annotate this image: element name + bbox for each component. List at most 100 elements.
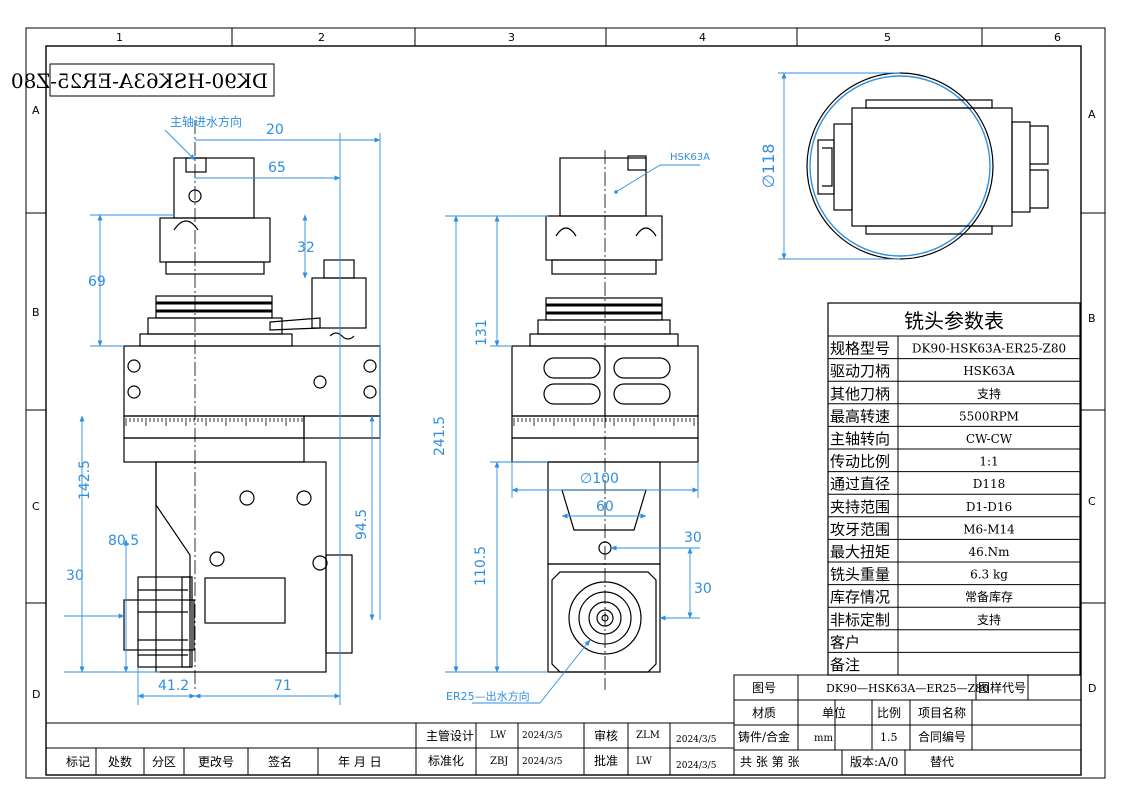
approve-date: 2024/3/5 [676,761,717,771]
param-row-label: 最大扭矩 [830,543,890,561]
param-table-title: 铣头参数表 [904,309,1004,333]
dim-65: 65 [268,160,286,176]
grid-row-c-right: C [1088,495,1096,508]
er-outlet-label: ER25—出水方向 [446,689,530,703]
dim-20: 20 [266,122,284,138]
scale-label: 比例 [877,706,901,720]
param-row-value: CW-CW [966,432,1013,446]
grid-col-4: 4 [699,31,706,44]
left-dimension-labels: 主轴进水方向 20 65 32 69 142.5 80.5 94.5 30 41… [66,114,370,694]
left-view-scale-ticks [125,418,303,426]
hsk-label: HSK63A [670,152,710,163]
approve-by: LW [636,756,653,767]
contract-no-label: 合同编号 [918,729,966,744]
std-label: 标准化 [428,754,464,768]
mirrored-drawing-number: DK90-HSK63A-ER25-Z80 [11,69,268,93]
grid-col-1: 1 [116,31,123,44]
design-label: 主管设计 [426,728,474,743]
param-row-value: 支持 [977,612,1001,627]
dim-142-5: 142.5 [77,460,93,500]
dim-30-left: 30 [66,568,84,584]
param-row-label: 通过直径 [830,475,890,493]
grid-row-a-right: A [1088,108,1096,121]
std-by: ZBJ [490,756,508,767]
param-row-value: M6-M14 [963,522,1015,536]
dim-41-2: 41.2 [158,678,189,694]
grid-row-a: A [32,104,40,117]
param-row-label: 规格型号 [830,340,890,358]
rev-header-mark: 标记 [66,755,90,769]
param-row-value: 6.3 kg [970,568,1008,582]
grid-row-b: B [32,306,40,319]
middle-dimension-labels: HSK63A 131 241.5 110.5 ∅100 60 30 30 ER2… [432,152,712,703]
middle-view-scale-ticks [513,418,695,426]
dim-110-5: 110.5 [473,546,489,586]
dim-94-5: 94.5 [354,509,370,540]
dim-60: 60 [596,499,614,515]
unit-label: 单位 [822,705,846,720]
dim-30-a: 30 [684,530,702,546]
left-view [123,157,381,673]
design-date: 2024/3/5 [522,731,563,741]
param-row-value: 支持 [977,386,1001,401]
grid-labels: 1 2 3 4 5 6 A B C D A B C D [32,31,1096,701]
grid-row-b-right: B [1088,312,1096,325]
bottom-view [806,72,1049,260]
dim-118: ∅118 [759,144,778,188]
param-row-label: 库存情况 [830,588,890,606]
left-dimensions [64,129,381,705]
rev-header-count: 处数 [108,754,132,769]
dim-71: 71 [274,678,292,694]
param-row-label: 最高转速 [830,407,890,425]
grid-col-3: 3 [508,31,515,44]
dim-30-b: 30 [694,581,712,597]
dim-69: 69 [88,274,106,290]
replace: 替代 [930,755,954,769]
std-date: 2024/3/5 [522,757,563,767]
rev-header-date: 年 月 日 [338,755,382,769]
version: 版本:A/0 [850,755,898,769]
rev-header-sign: 签名 [268,754,292,769]
param-row-label: 铣头重量 [830,566,890,584]
param-row-value: D118 [973,477,1006,491]
rev-header-zone: 分区 [152,755,176,769]
rev-header-change: 更改号 [198,755,234,769]
param-row-label: 传动比例 [830,453,890,471]
bottom-view-dim [778,72,900,260]
dim-80-5: 80.5 [108,533,139,549]
middle-dimensions [445,164,700,704]
dim-241-5: 241.5 [432,416,448,456]
grid-row-d-right: D [1088,682,1096,695]
drawing-no: DK90—HSK63A—ER25—Z80 [826,682,989,695]
mirrored-title-box [49,63,275,97]
param-row-value: HSK63A [963,364,1015,378]
approve-label: 批准 [594,753,618,768]
review-label: 审核 [594,728,618,743]
unit-value: mm [814,733,833,744]
title-block [45,674,1082,776]
param-row-value: DK90-HSK63A-ER25-Z80 [912,342,1066,356]
material-label: 材质 [752,706,776,720]
param-row-value: 46.Nm [969,545,1011,559]
param-table: 铣头参数表 规格型号 DK90-HSK63A-ER25-Z80 驱动刀柄 HSK63A… [827,302,1081,676]
param-row-label: 驱动刀柄 [830,362,890,380]
sample-code-label: 图样代号 [978,680,1026,695]
grid-col-6: 6 [1054,31,1061,44]
param-row-label: 主轴转向 [830,430,890,448]
title-block-text: 图号 DK90—HSK63A—ER25—Z80 图样代号 材质 单位 比例 项目… [66,680,1026,771]
material-value: 铸件/合金 [738,729,790,744]
dim-100: ∅100 [580,471,619,487]
dim-32: 32 [297,240,315,256]
drawing-no-label: 图号 [752,681,776,695]
param-row-label: 客户 [830,633,860,651]
review-by: ZLM [636,730,660,741]
review-date: 2024/3/5 [676,735,717,745]
scale-value: 1.5 [880,731,898,744]
grid-row-d: D [32,688,40,701]
design-by: LW [490,730,507,741]
param-row-value: 1:1 [979,455,998,469]
param-row-value: 5500RPM [959,409,1019,423]
spindle-inlet-label: 主轴进水方向 [170,114,242,129]
